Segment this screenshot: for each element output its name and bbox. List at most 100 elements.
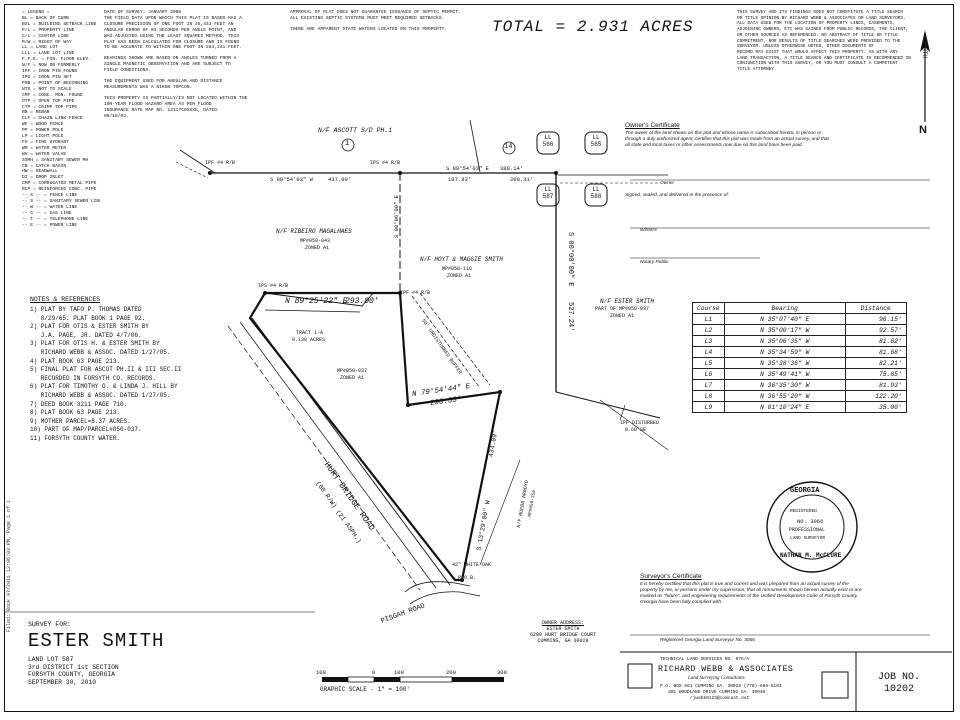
- note-item: 4) PLAT BOOK 63 PAGE 213.: [30, 357, 121, 365]
- note-item: 7) DEED BOOK 3211 PAGE 710.: [30, 400, 128, 408]
- seal-registered: REGISTERED: [790, 509, 818, 514]
- label-ester: N/F ESTER SMITH: [600, 298, 655, 305]
- legend-item-1: BL = BACK OF CURB: [22, 15, 69, 21]
- disclaimer-line-5: COMMITMENT, NOR RESULTS OF TITLE SEARCHE…: [737, 38, 901, 44]
- label-dist-top: 293.00': [345, 297, 379, 306]
- note-item: 6) PLAT FOR TIMOTHY G. & LINDA J. HILL B…: [30, 383, 178, 391]
- course-cell: L4: [692, 346, 725, 358]
- label-inner-parcel: MP#050-037: [337, 368, 368, 374]
- note-item: RICHARD WEBB & ASSOC. DATED 1/27/05.: [30, 391, 171, 399]
- legend-item-10: IPF = IRON PIN FOUND: [22, 69, 78, 75]
- approval-notes: APPROVAL OF PLAT DOES NOT GUARANTEE ISSU…: [290, 10, 485, 33]
- witness-text: Signed, sealed, and delivered in the pre…: [625, 193, 730, 198]
- surveyor-sign-line: Registered Georgia Land Surveyor No. 306…: [660, 638, 755, 643]
- seal-name: NATHAN M. McCLURE: [780, 552, 842, 559]
- seal-professional: PROFESSIONAL: [789, 527, 826, 533]
- notes-references: NOTES & REFERENCES 1) PLAT BY TAFO P. TH…: [30, 296, 230, 444]
- survey-note-line-8: BEARINGS SHOWN ARE BASED ON ANGLES TURNE…: [104, 56, 237, 62]
- graphic-scale-bar: [322, 676, 504, 683]
- bearing-cell: N 35°07'40" E: [723, 313, 846, 325]
- legend-item-11: IPS = IRON PIN SET: [22, 74, 72, 80]
- bearing-cell: N 36°35'30" W: [723, 379, 846, 391]
- seal-number: NO. 3066: [797, 518, 824, 525]
- land-lot-566: LL 566: [542, 134, 554, 148]
- firm-address-2: 301 WOODLAND DRIVE CUMMING GA. 30040: [668, 690, 766, 695]
- survey-note-line-0: DATE OF SURVEY: JANUARY 2008: [104, 10, 182, 15]
- owner-address-title: OWNER ADDRESS:: [541, 620, 584, 626]
- label-ribeiro-parcel: MP#050-043: [300, 238, 331, 244]
- survey-note-line-13: MEASUREMENTS WAS A NIKON TOPCON.: [104, 84, 193, 90]
- label-dist-north3: 187.83': [448, 176, 472, 183]
- survey-note-line-16: 100-YEAR FLOOD HAZARD AREA AS PER FLOOD: [104, 101, 212, 107]
- legend-item-19: WF = WOOD FENCE: [22, 122, 64, 128]
- legend-item-32: -- S -- = SANITARY SEWER LINE: [22, 199, 100, 204]
- surveyor-cert-line-3: Georgia have been fully complied with.: [640, 600, 723, 605]
- distance-cell: 35.00': [844, 401, 907, 413]
- label-ips-north: IPS #4 R/B: [370, 160, 401, 166]
- drawing-border: [4, 4, 954, 712]
- distance-cell: 82.21': [844, 357, 907, 369]
- note-item: 8/29/65. PLAT BOOK 1 PAGE 92.: [30, 314, 146, 322]
- note-item: 5) FINAL PLAT FOR ASCOT PH.II & III SEC.…: [30, 366, 182, 374]
- distance-header: Distance: [844, 302, 907, 314]
- label-tract: TRACT 1-A: [296, 330, 324, 336]
- legend-item-31: -- X -- = FENCE LINE: [22, 193, 78, 199]
- legend-item-20: PP = POWER POLE: [22, 128, 64, 134]
- legend-item-28: DI = DROP INLET: [22, 175, 64, 181]
- owners-certificate-title: Owner's Certificate: [625, 122, 680, 129]
- course-cell: L7: [692, 379, 725, 391]
- distance-cell: 92.57': [844, 324, 907, 336]
- legend-item-6: LL = LAND LOT: [22, 45, 58, 51]
- seal-state: GEORGIA: [790, 487, 820, 495]
- label-ipf-west: IPF #4 R/B: [205, 160, 236, 166]
- callout-1-marker: [341, 138, 355, 152]
- disclaimer-line-9: CONJUNCTION WITH THIS SURVEY, OR YOU MUS…: [737, 61, 898, 67]
- label-bearing-west: S 89°54'03" W: [270, 176, 313, 183]
- disclaimer-line-7: RECORD MAY EXIST THAT WOULD AFFECT THIS …: [737, 49, 898, 55]
- surveyors-certificate: Surveyor's Certificate It is hereby cert…: [640, 573, 940, 606]
- survey-info-line-3: SEPTEMBER 30, 2010: [28, 678, 97, 686]
- label-dist-east: 527.24': [566, 302, 574, 332]
- label-ribeiro: N/F RIBEIRO MAGALHAES: [276, 228, 352, 235]
- total-acres: TOTAL = 2.931 ACRES: [492, 18, 694, 36]
- legend-item-33: -- W -- = WATER LINE: [22, 204, 78, 210]
- course-cell: L2: [692, 324, 725, 336]
- label-pob: P.O.B.: [458, 575, 477, 581]
- survey-note-line-17: INSURANCE RATE MAP NO. 13117C0XXXE, DATE…: [104, 107, 218, 113]
- owner-address-city: CUMMING, GA 30028: [537, 638, 589, 644]
- legend-item-16: CTP = CRIMP TOP PIPE: [22, 104, 78, 110]
- course-cell: L8: [692, 390, 725, 402]
- legend-item-29: CMP = CORRUGATED METAL PIPE: [22, 181, 97, 187]
- note-item: J.A. PAGE, JR. DATED 4/7/06.: [30, 331, 142, 339]
- owner-cert-line-2: all state and local taxes or other asses…: [625, 143, 803, 148]
- label-hoyt-parcel: MP#050-116: [442, 266, 473, 272]
- notary-label: Notary Public: [640, 260, 669, 265]
- survey-note-line-12: THE EQUIPMENT USED FOR ANGULAR AND DISTA…: [104, 79, 223, 85]
- survey-note-line-15: THIS PROPERTY IS PARTIALLY/IS NOT LOCATE…: [104, 95, 248, 101]
- firm-tagline: Land Surveying Consultants: [688, 676, 745, 681]
- survey-note-line-4: WAS ADJUSTED USING THE LEAST SQUARES MET…: [104, 33, 240, 39]
- legend-item-25: SSMH = SANITARY SEWER MH: [22, 157, 89, 163]
- distance-cell: 96.15': [844, 313, 907, 325]
- disclaimer-line-1: OR TITLE OPINION BY RICHARD WEBB & ASSOC…: [737, 15, 906, 21]
- land-lot-587: LL 587: [542, 186, 554, 200]
- disclaimer-line-10: TITLE ATTORNEY.: [737, 67, 777, 73]
- owners-certificate: Owner's Certificate The owner of the lan…: [625, 122, 935, 149]
- job-number: JOB NO. 10202: [878, 672, 920, 696]
- distance-cell: 81.68': [844, 346, 907, 358]
- owner-cert-line-1: through a duly authorized agent, certifi…: [625, 137, 829, 142]
- firm-name: RICHARD WEBB & ASSOCIATES: [658, 665, 794, 674]
- land-lot-565: LL 565: [590, 134, 602, 148]
- witness-label: Witness: [640, 228, 658, 233]
- parcel-boundary: [248, 291, 502, 582]
- survey-note-line-6: TO BE ACCURATE TO WITHIN ONE FOOT IN 284…: [104, 45, 242, 51]
- scale-tick-1: 0: [372, 669, 376, 676]
- disclaimer-line-0: THIS SURVEY AND ITS FINDINGS DOES NOT CO…: [737, 10, 903, 15]
